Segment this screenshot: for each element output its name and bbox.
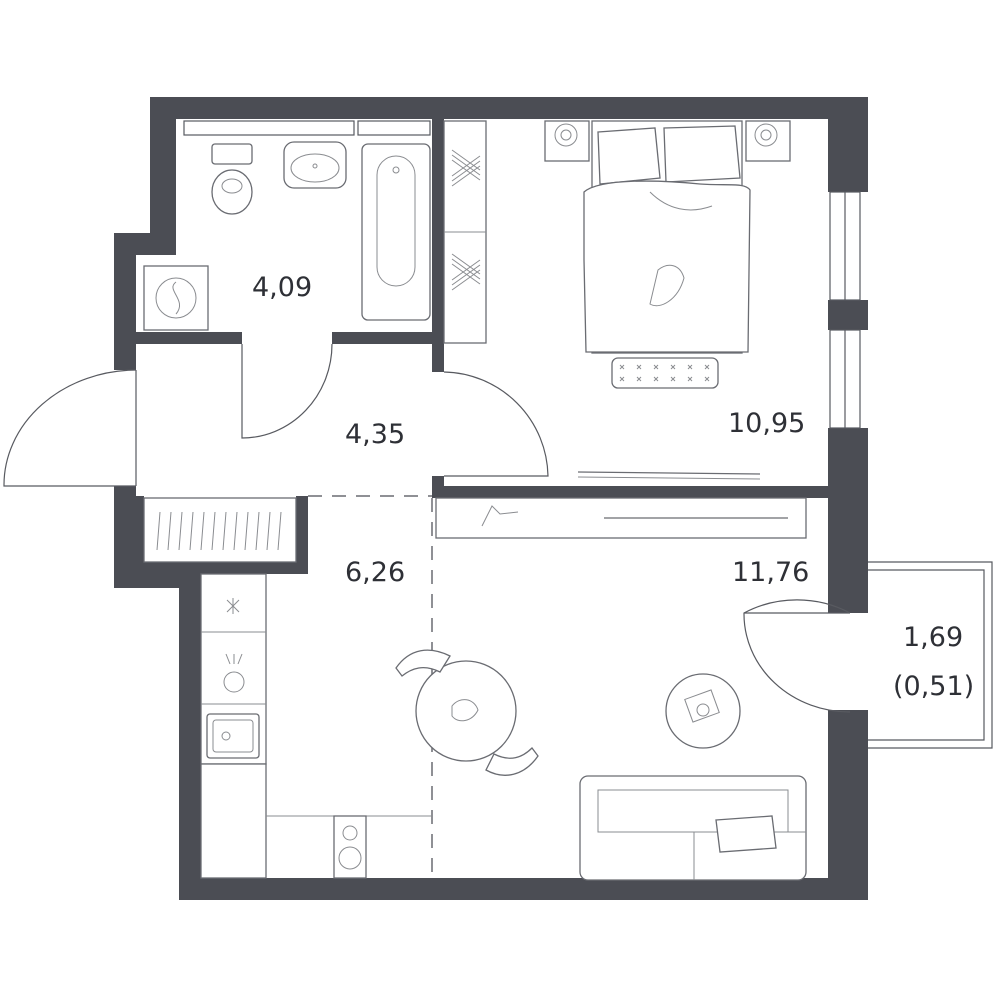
wardrobe-bedroom [443, 120, 487, 344]
hanger-line [189, 511, 194, 551]
hanger-line [451, 159, 481, 181]
stove-icon [333, 815, 367, 879]
area-hallway: 4,35 [345, 419, 405, 450]
hanger-line [687, 376, 693, 382]
hanger-line [200, 511, 205, 551]
hanger-line [704, 364, 710, 370]
hanger-line [451, 258, 481, 280]
hanger-line [156, 511, 161, 551]
hanger-line [619, 376, 625, 382]
hanger-line [233, 511, 238, 551]
area-kitchen: 6,26 [345, 557, 405, 588]
sofa-icon [579, 775, 807, 881]
bed-icon [583, 120, 751, 354]
hanger-line [704, 376, 710, 382]
hanger-line [687, 364, 693, 370]
doors [3, 343, 851, 713]
hanger-line [670, 364, 676, 370]
toilet-icon [211, 143, 253, 215]
hanger-line [451, 155, 481, 177]
hanger-line [451, 269, 481, 291]
hanger-line [277, 511, 282, 551]
zone-lines [308, 495, 433, 878]
dishwasher-icon [223, 653, 245, 693]
hanger-line [244, 511, 249, 551]
area-labels: 4,09 4,35 10,95 6,26 11,76 1,69 (0,51) [252, 272, 974, 702]
hanger-line [451, 149, 481, 171]
kitchen-sink-icon [206, 713, 260, 759]
hanger-line [670, 376, 676, 382]
area-balcony: 1,69 [903, 622, 963, 653]
hanger-line [619, 364, 625, 370]
hanger-line [451, 165, 481, 187]
hanger-line [222, 511, 227, 551]
bathroom-fixtures [143, 141, 431, 331]
hanger-line [451, 253, 481, 275]
kitchen-furniture [200, 573, 432, 879]
living-furniture [395, 497, 807, 881]
washing-machine-icon [143, 265, 209, 331]
balcony [868, 561, 993, 749]
hanger-line [653, 376, 659, 382]
hanger-line [636, 364, 642, 370]
hanger-line [451, 154, 481, 176]
hanger-line [451, 263, 481, 285]
hanger-line [255, 511, 260, 551]
hanger-line [451, 259, 481, 281]
hanger-line [167, 511, 172, 551]
hanger-line [636, 376, 642, 382]
area-balcony-reduced: (0,51) [893, 671, 974, 702]
hanger-line [266, 511, 271, 551]
area-bathroom: 4,09 [252, 272, 312, 303]
area-bedroom: 10,95 [728, 408, 805, 439]
sink-icon [283, 141, 347, 189]
walls [114, 97, 868, 900]
area-living: 11,76 [732, 557, 809, 588]
bedroom-furniture [544, 120, 791, 480]
dining-table-icon [395, 649, 539, 776]
coffee-table-icon [665, 673, 741, 749]
windows [183, 120, 861, 429]
hanger-line [211, 511, 216, 551]
bathtub-icon [361, 143, 431, 321]
hanger-line [451, 160, 481, 182]
hanger-line [451, 264, 481, 286]
hanger-line [178, 511, 183, 551]
snowflake-icon [226, 598, 240, 614]
hanger-line [653, 364, 659, 370]
wardrobe-hallway [143, 497, 297, 563]
